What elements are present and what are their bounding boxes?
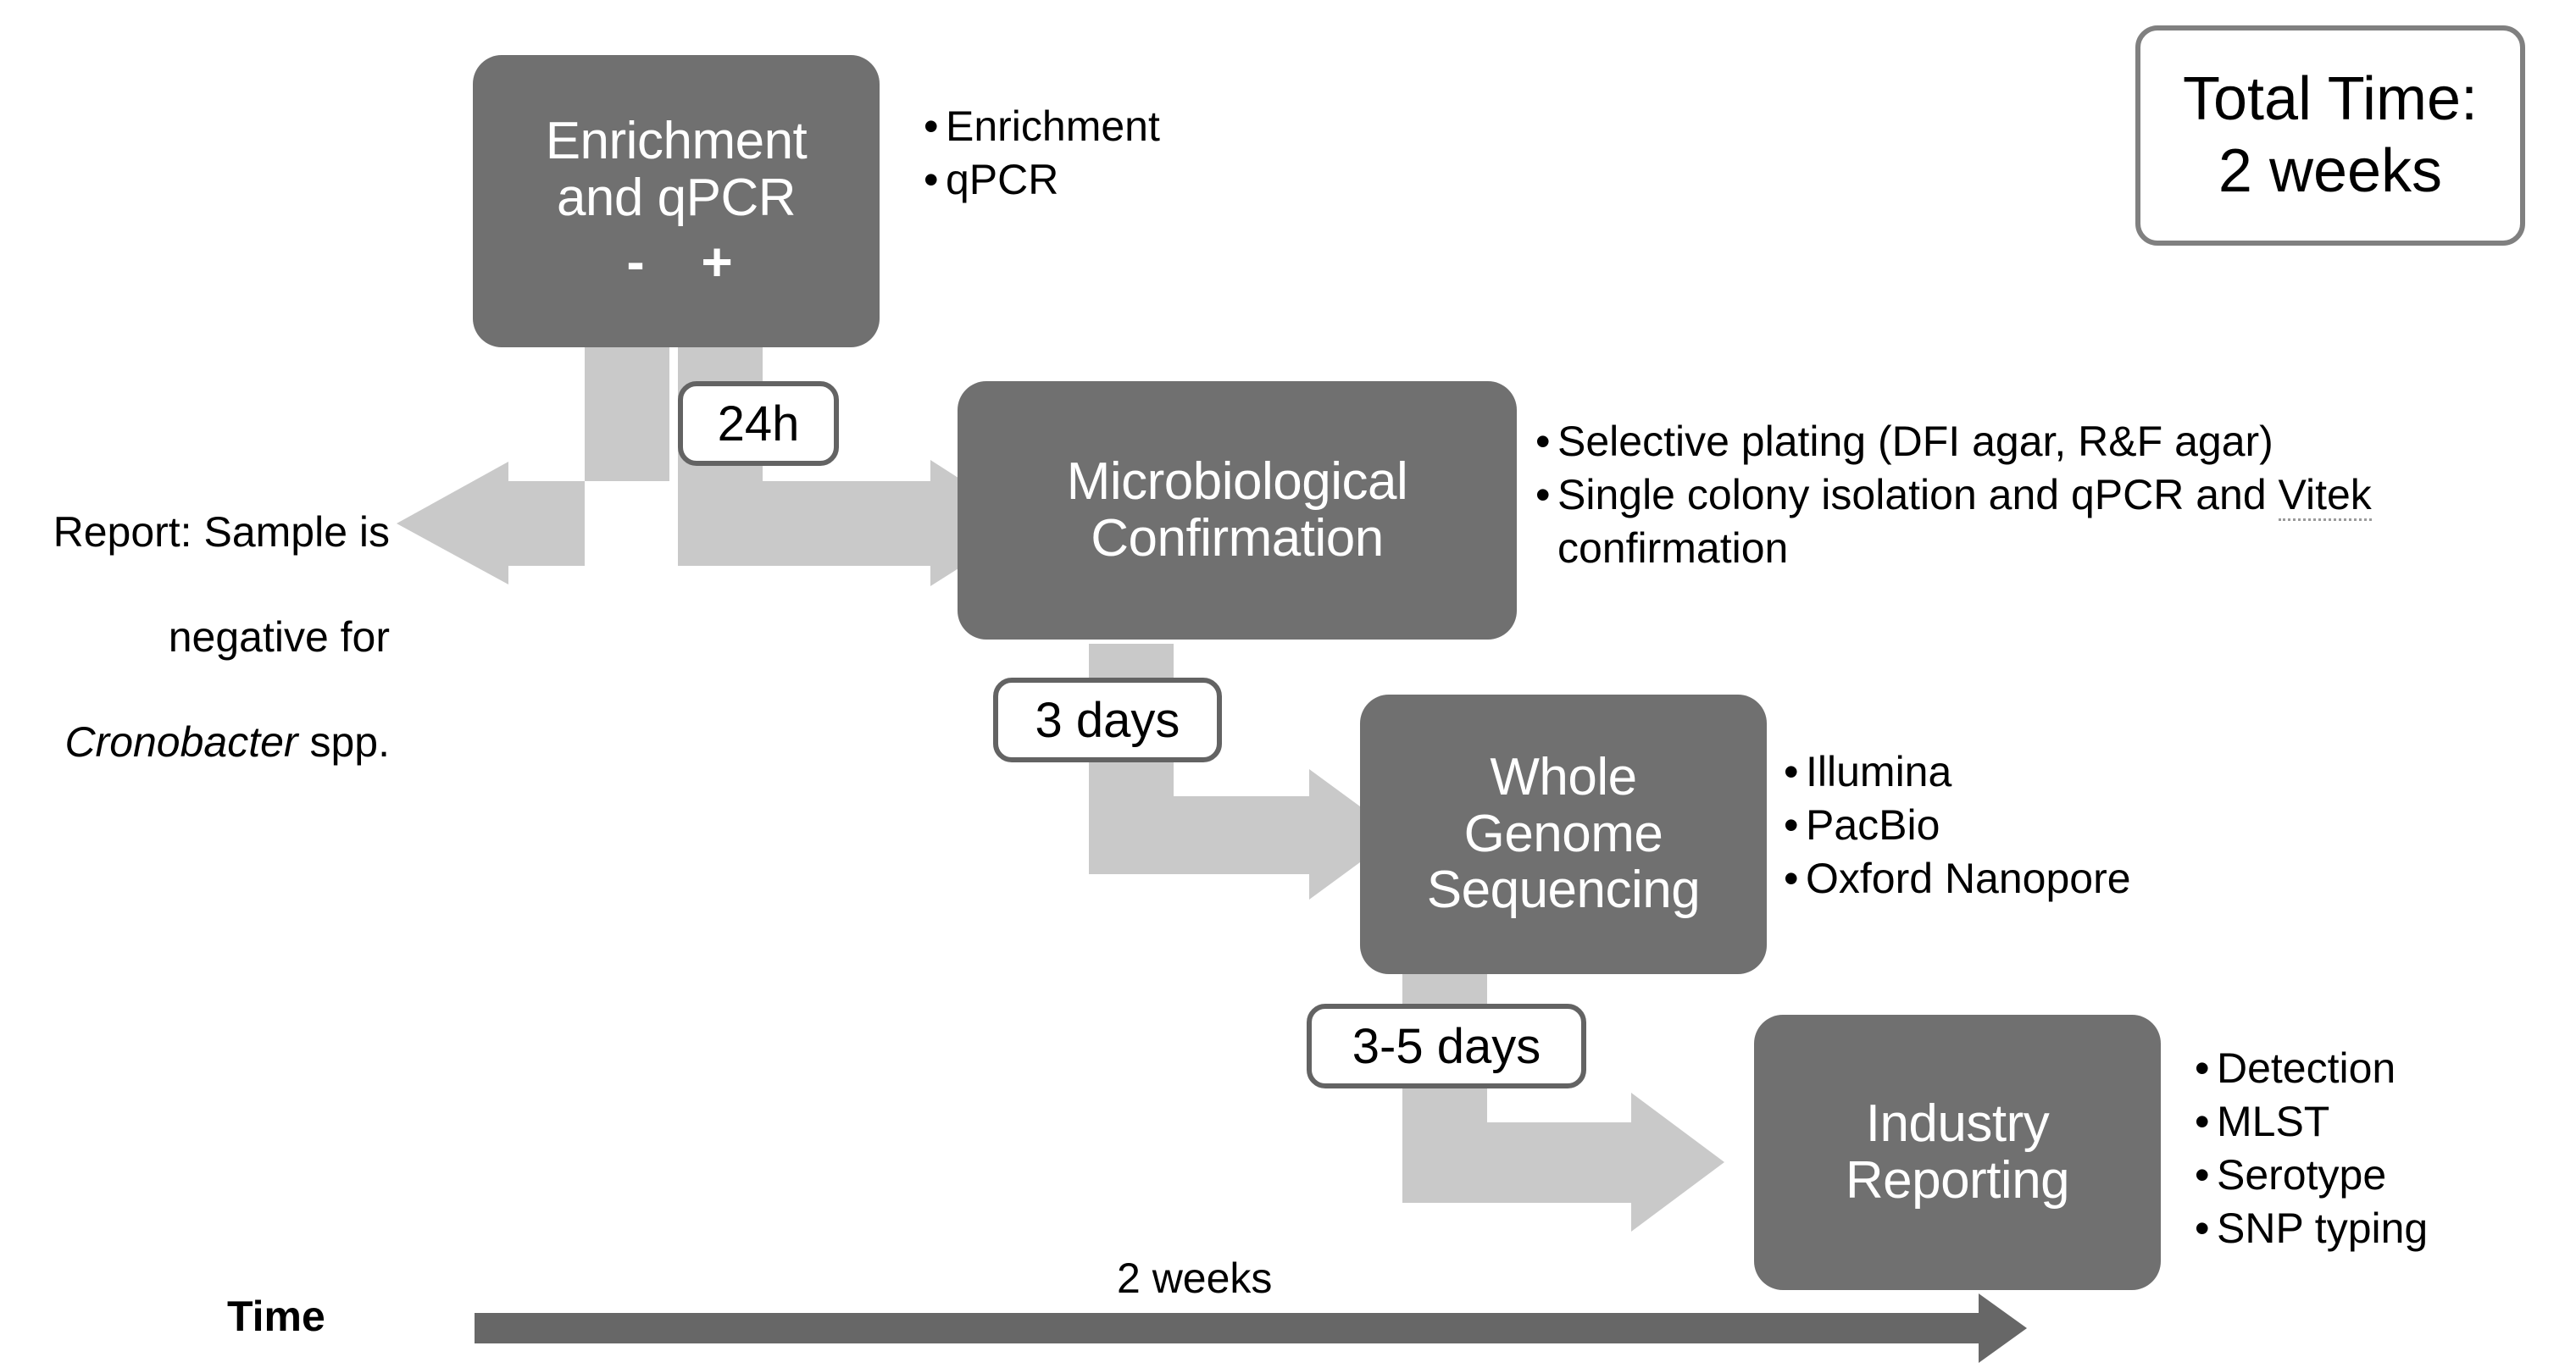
bullet-text: Illumina	[1806, 748, 1952, 795]
spellcheck-flagged-word: Vitek	[2278, 471, 2372, 521]
bullet-item: • Illumina	[1784, 745, 2258, 799]
node-enrichment-result-symbols: - +	[473, 235, 880, 289]
bullets-enrichment: • Enrichment • qPCR	[924, 100, 1280, 207]
node-micro-title: Microbiological Confirmation	[1066, 451, 1408, 568]
bullet-dot: •	[1784, 748, 1799, 795]
bullet-text: Selective plating (DFI agar, R&F agar)	[1557, 418, 2273, 465]
bullet-item: • MLST	[2195, 1095, 2559, 1149]
time-axis-arrow	[475, 1293, 2027, 1363]
time-axis-label: Time	[227, 1293, 325, 1340]
bullet-text: Enrichment	[946, 102, 1160, 150]
bullet-item: • SNP typing	[2195, 1202, 2559, 1255]
node-enrichment-title: Enrichment and qPCR	[545, 111, 808, 227]
bullet-dot: •	[1784, 801, 1799, 849]
total-time-box: Total Time: 2 weeks	[2135, 25, 2525, 246]
bullet-text: Detection	[2217, 1044, 2396, 1092]
time-chip-24h: 24h	[678, 381, 839, 466]
total-time-label: Total Time: 2 weeks	[2182, 65, 2479, 205]
time-chip-label: 3 days	[1035, 692, 1180, 748]
time-chip-label: 3-5 days	[1352, 1018, 1541, 1074]
report-line-3: Cronobacter spp.	[8, 716, 390, 768]
arrow-negative-branch	[397, 342, 669, 584]
bullet-dot: •	[1784, 855, 1799, 902]
bullet-dot: •	[2195, 1205, 2210, 1252]
time-chip-3-days: 3 days	[993, 678, 1222, 762]
bullet-text-before: Single colony isolation and qPCR and	[1557, 471, 2279, 518]
bullet-dot: •	[924, 102, 939, 150]
bullet-item: • Single colony isolation and qPCR and V…	[1535, 468, 2484, 575]
bullet-item: • Enrichment	[924, 100, 1280, 153]
time-chip-3-5-days: 3-5 days	[1307, 1004, 1586, 1088]
bullet-dot: •	[1535, 471, 1551, 518]
bullets-wgs: • Illumina • PacBio • Oxford Nanopore	[1784, 745, 2258, 906]
bullet-text: Oxford Nanopore	[1806, 855, 2131, 902]
bullet-dot: •	[924, 156, 939, 203]
bullet-item: • PacBio	[1784, 799, 2258, 852]
species-name: Cronobacter	[64, 718, 298, 766]
node-enrichment-and-qpcr[interactable]: Enrichment and qPCR - +	[473, 55, 880, 347]
report-line-1: Report: Sample is	[53, 508, 390, 556]
bullet-text: PacBio	[1806, 801, 1940, 849]
bullet-text: qPCR	[946, 156, 1059, 203]
node-industry-reporting[interactable]: Industry Reporting	[1754, 1015, 2161, 1290]
bullet-text: Single colony isolation and qPCR and Vit…	[1557, 468, 2484, 575]
minus-symbol: -	[626, 231, 645, 293]
species-suffix: spp.	[297, 718, 390, 766]
timeline-duration-caption: 2 weeks	[1117, 1254, 1273, 1302]
bullet-item: • Detection	[2195, 1042, 2559, 1095]
bullet-text: Serotype	[2217, 1151, 2387, 1199]
bullet-dot: •	[1535, 418, 1551, 465]
node-whole-genome-sequencing[interactable]: Whole Genome Sequencing	[1360, 695, 1767, 974]
time-chip-label: 24h	[717, 396, 800, 451]
negative-report-text: Report: Sample is negative for Cronobact…	[8, 453, 390, 821]
node-wgs-title: Whole Genome Sequencing	[1426, 747, 1701, 920]
bullet-dot: •	[2195, 1098, 2210, 1145]
bullet-text: SNP typing	[2217, 1205, 2429, 1252]
bullet-item: • Selective plating (DFI agar, R&F agar)	[1535, 415, 2484, 468]
bullets-micro-confirmation: • Selective plating (DFI agar, R&F agar)…	[1535, 415, 2484, 575]
bullet-dot: •	[2195, 1044, 2210, 1092]
plus-symbol: +	[701, 231, 733, 293]
node-microbiological-confirmation[interactable]: Microbiological Confirmation	[958, 381, 1517, 640]
bullet-item: • qPCR	[924, 153, 1280, 207]
bullet-text: MLST	[2217, 1098, 2330, 1145]
bullets-industry-reporting: • Detection • MLST • Serotype • SNP typi…	[2195, 1042, 2559, 1255]
bullet-item: • Oxford Nanopore	[1784, 852, 2258, 906]
bullet-item: • Serotype	[2195, 1149, 2559, 1202]
node-industry-reporting-title: Industry Reporting	[1845, 1094, 2070, 1210]
bullet-text-after: confirmation	[1557, 524, 1789, 572]
bullet-dot: •	[2195, 1151, 2210, 1199]
report-line-2: negative for	[168, 613, 390, 661]
